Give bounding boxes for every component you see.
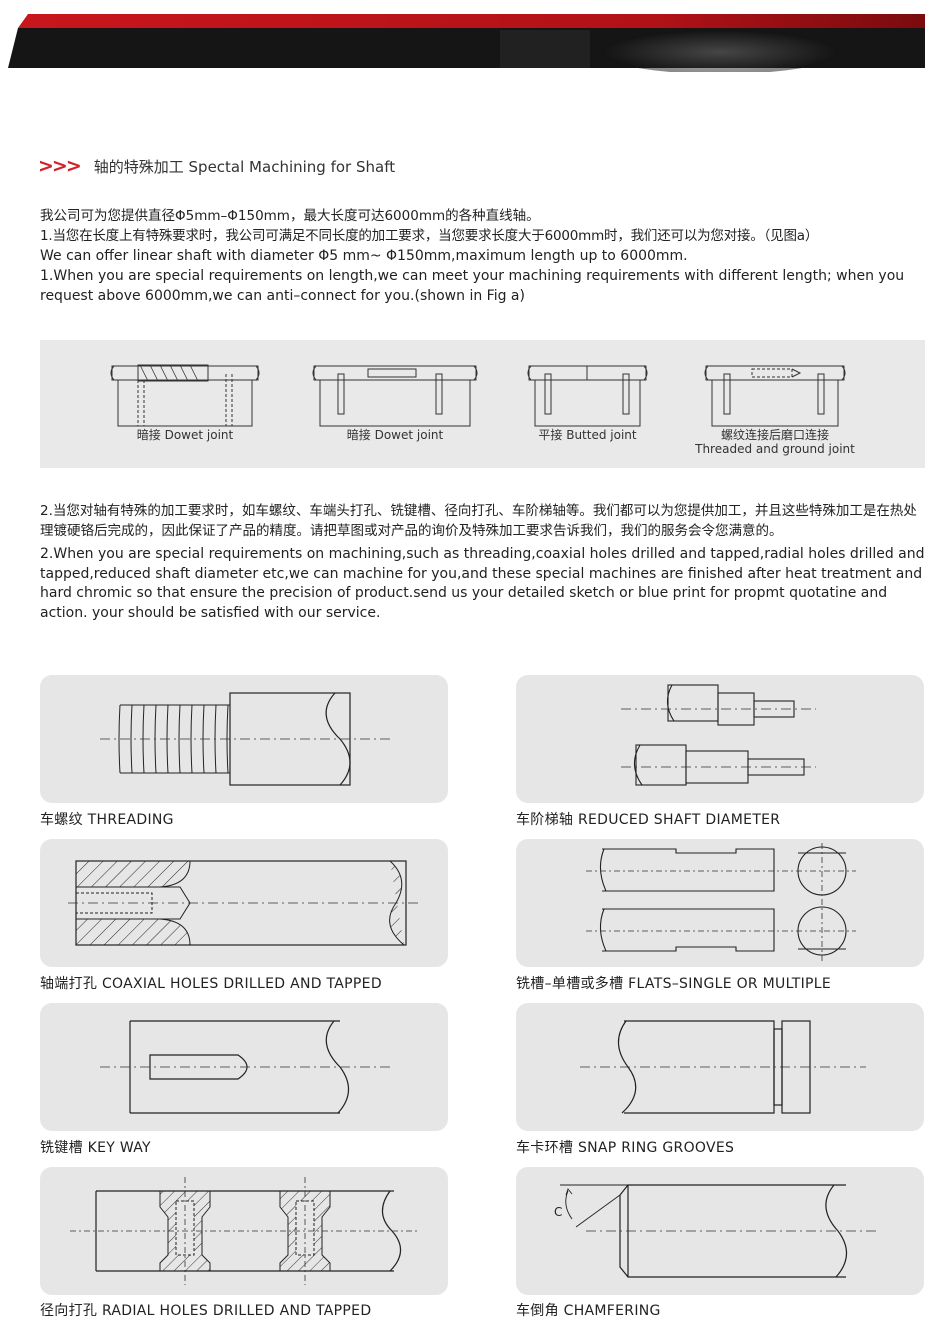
chamfer-diagram: C — [554, 1184, 876, 1278]
caption-snap: 车卡环槽 SNAP RING GROOVES — [516, 1140, 735, 1156]
joint-label-en: Threaded and ground joint — [695, 442, 855, 456]
caption-coaxial: 轴端打孔 COAXIAL HOLES DRILLED AND TAPPED — [40, 976, 382, 992]
joint-label: 暗接 Dowet joint — [346, 428, 444, 442]
keyway-diagram — [100, 1020, 390, 1114]
intro-line-cn-2: 1.当您在长度上有特殊要求时，我公司可满足不同长度的加工要求，当您要求长度大于6… — [40, 228, 819, 244]
flats-panel — [516, 839, 924, 967]
caption-threading: 车螺纹 THREADING — [40, 812, 174, 828]
reduced-diameter-diagram — [621, 684, 816, 786]
caption-flats: 铣槽–单槽或多槽 FLATS–SINGLE OR MULTIPLE — [516, 976, 832, 992]
intro-paragraph: 我公司可为您提供直径Φ5mm–Φ150mm，最大长度可达6000mm的各种直线轴… — [40, 206, 930, 306]
dowel-joint-diagram — [110, 364, 260, 427]
special-paragraph: 2.当您对轴有特殊的加工要求时，如车螺纹、车端头打孔、铣键槽、径向打孔、车阶梯轴… — [40, 501, 930, 623]
joint-diagram-strip: 暗接 Dowet joint 暗接 Dowet joint 平接 Butted … — [40, 340, 925, 468]
threading-panel — [40, 675, 448, 803]
caption-chamfer: 车倒角 CHAMFERING — [516, 1303, 661, 1319]
chamfer-symbol: C — [554, 1205, 562, 1219]
coaxial-panel — [40, 839, 448, 967]
joint-label: 暗接 Dowet joint — [136, 428, 234, 442]
joint-butted: 平接 Butted joint — [525, 340, 650, 442]
intro-line-cn-1: 我公司可为您提供直径Φ5mm–Φ150mm，最大长度可达6000mm的各种直线轴… — [40, 208, 540, 224]
joint-threaded: 螺纹连接后磨口连接 Threaded and ground joint — [690, 340, 860, 456]
dowel-joint-diagram — [312, 365, 478, 427]
butted-joint-diagram — [527, 365, 648, 427]
chamfer-panel: C — [516, 1167, 924, 1295]
joint-label: 平接 Butted joint — [538, 428, 637, 442]
intro-line-en-1: We can offer linear shaft with diameter … — [40, 248, 688, 264]
flats-diagram — [586, 843, 856, 963]
special-text-cn: 2.当您对轴有特殊的加工要求时，如车螺纹、车端头打孔、铣键槽、径向打孔、车阶梯轴… — [40, 503, 917, 539]
special-text-en: 2.When you are special requirements on m… — [40, 546, 925, 621]
joint-dowel-2: 暗接 Dowet joint — [310, 340, 480, 442]
snap-ring-panel — [516, 1003, 924, 1131]
reduced-diameter-panel — [516, 675, 924, 803]
radial-panel — [40, 1167, 448, 1295]
caption-keyway: 铣键槽 KEY WAY — [40, 1140, 151, 1156]
section-heading: >>> 轴的特殊加工 Spectal Machining for Shaft — [38, 155, 395, 177]
intro-line-en-2: 1.When you are special requirements on l… — [40, 268, 905, 304]
chevron-arrows-icon: >>> — [38, 155, 82, 177]
caption-radial: 径向打孔 RADIAL HOLES DRILLED AND TAPPED — [40, 1303, 372, 1319]
snap-ring-diagram — [580, 1020, 866, 1114]
threaded-joint-diagram — [704, 365, 846, 427]
keyway-panel — [40, 1003, 448, 1131]
threading-diagram — [100, 692, 390, 786]
caption-reduced: 车阶梯轴 REDUCED SHAFT DIAMETER — [516, 812, 781, 828]
radial-holes-diagram — [70, 1177, 420, 1285]
header-banner — [8, 14, 925, 72]
joint-dowel-1: 暗接 Dowet joint — [110, 340, 260, 442]
joint-label: 螺纹连接后磨口连接 — [720, 428, 829, 442]
coaxial-holes-diagram — [68, 860, 420, 946]
section-title: 轴的特殊加工 Spectal Machining for Shaft — [93, 157, 396, 176]
